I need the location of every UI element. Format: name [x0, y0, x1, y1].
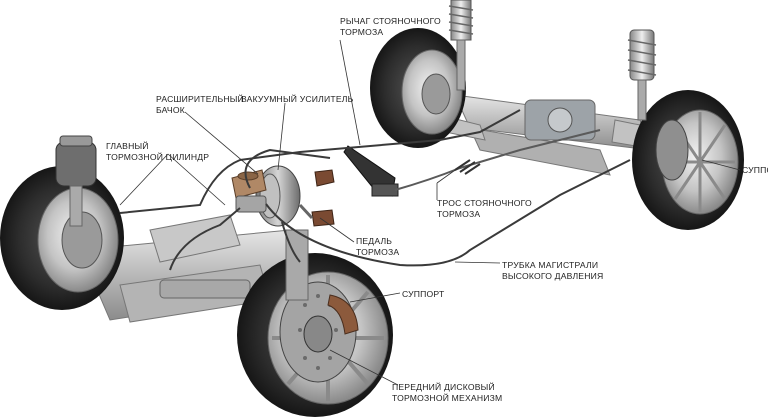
rear-left-shock: [448, 0, 474, 91]
label-line: ТРОС СТОЯНОЧНОГО: [437, 198, 532, 208]
front-caliper: [327, 294, 359, 335]
label-line: БАЧОК: [156, 105, 185, 115]
label-line: РАСШИРИТЕЛЬНЫЙ: [156, 94, 244, 104]
label-line: ПЕДАЛЬ: [356, 236, 393, 246]
front-right-strut: [285, 229, 309, 301]
label-master-cylinder: ГЛАВНЫЙ ТОРМОЗНОЙ ЦИЛИНДР: [106, 141, 209, 163]
label-line: СУППОРТ: [402, 289, 445, 299]
label-line: ТОРМОЗА: [437, 209, 481, 219]
label-line: ПЕРЕДНИЙ ДИСКОВЫЙ: [392, 382, 495, 392]
label-rear-caliper: СУППО: [742, 165, 768, 176]
label-line: ГЛАВНЫЙ: [106, 141, 149, 151]
steering-rack: [159, 279, 251, 299]
label-parking-brake-lever: РЫЧАГ СТОЯНОЧНОГО ТОРМОЗА: [340, 16, 441, 38]
front-left-strut: [55, 135, 97, 227]
brake-lines: [119, 109, 631, 271]
label-high-pressure-line: ТРУБКА МАГИСТРАЛИ ВЫСОКОГО ДАВЛЕНИЯ: [502, 260, 603, 282]
label-line: ТОРМОЗНОЙ ЦИЛИНДР: [106, 152, 210, 162]
rear-right-disc: [655, 119, 689, 181]
label-brake-pedal: ПЕДАЛЬ ТОРМОЗА: [356, 236, 399, 258]
brake-fluid-reservoir: [231, 169, 267, 213]
label-vacuum-booster: ВАКУУМНЫЙ УСИЛИТЕЛЬ: [241, 94, 353, 105]
rear-right-shock: [627, 29, 657, 121]
master-cylinder-body: [235, 195, 267, 213]
parking-brake-lever: [343, 145, 399, 197]
label-line: ВАКУУМНЫЙ УСИЛИТЕЛЬ: [241, 94, 354, 104]
leader-lines: [119, 39, 741, 386]
label-line: ТОРМОЗНОЙ МЕХАНИЗМ: [392, 393, 503, 403]
label-front-disc-brake: ПЕРЕДНИЙ ДИСКОВЫЙ ТОРМОЗНОЙ МЕХАНИЗМ: [392, 382, 502, 404]
label-front-caliper: СУППОРТ: [402, 289, 444, 300]
label-line: ТОРМОЗА: [356, 247, 400, 257]
brake-pedal: [298, 169, 335, 227]
label-line: РЫЧАГ СТОЯНОЧНОГО: [340, 16, 441, 26]
label-line: ТРУБКА МАГИСТРАЛИ: [502, 260, 599, 270]
label-line: ТОРМОЗА: [340, 27, 384, 37]
label-line: СУППО: [742, 165, 768, 175]
label-parking-brake-cable: ТРОС СТОЯНОЧНОГО ТОРМОЗА: [437, 198, 532, 220]
front-right-wheel: [237, 253, 393, 417]
rear-left-wheel: [370, 28, 466, 148]
label-line: ВЫСОКОГО ДАВЛЕНИЯ: [502, 271, 604, 281]
label-expansion-reservoir: РАСШИРИТЕЛЬНЫЙ БАЧОК: [156, 94, 244, 116]
rear-right-wheel: [632, 90, 744, 230]
front-left-wheel: [0, 166, 124, 310]
